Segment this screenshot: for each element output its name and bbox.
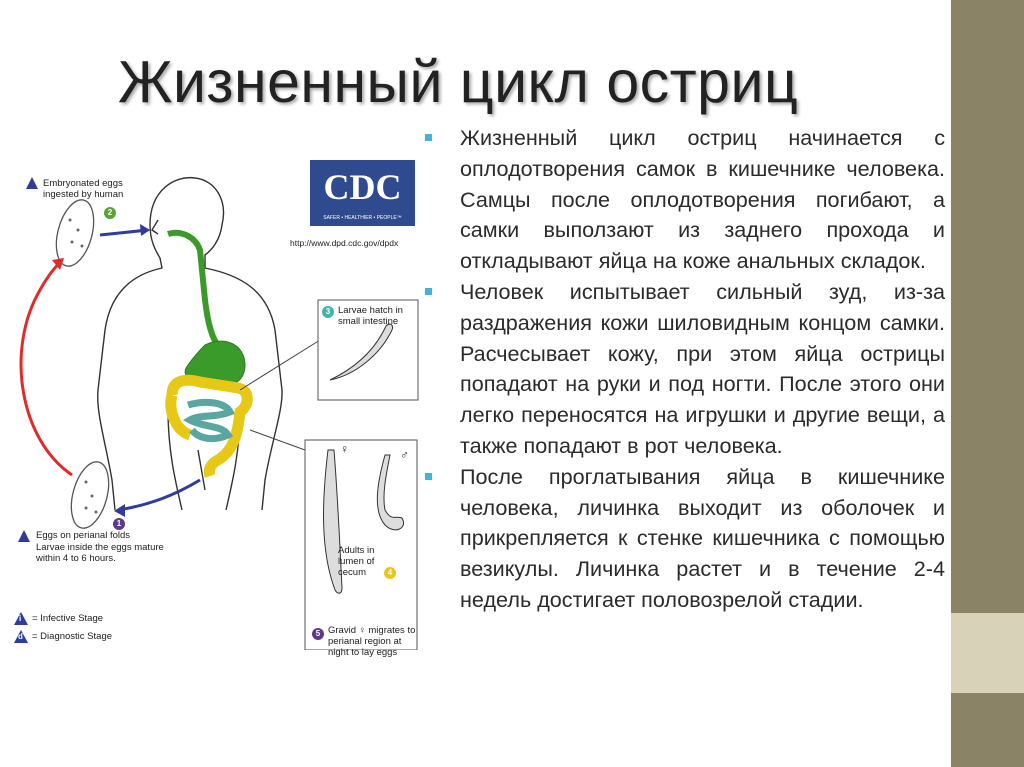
small-intestine-shape [182, 398, 235, 443]
arrow-lay-eggs [117, 478, 201, 512]
arrow-head [52, 258, 64, 270]
colon-shape-left [165, 393, 193, 441]
legend-i-mark: i [19, 614, 22, 623]
cdc-logo: CDC SAFER • HEALTHIER • PEOPLE™ [310, 160, 415, 226]
cdc-url: http://www.dpd.cdc.gov/dpdx [290, 238, 399, 248]
step5-badge: 5 [312, 628, 324, 640]
legend-diagnostic-label: = Diagnostic Stage [32, 631, 113, 642]
bullet-text: После проглатывания яйца в кишечнике чел… [460, 463, 945, 612]
lifecycle-figure: CDC SAFER • HEALTHIER • PEOPLE™ http://w… [0, 150, 425, 658]
diagnostic-stage-icon [18, 530, 30, 542]
bullet-text: Жизненный цикл остриц начинается с оплод… [460, 125, 945, 274]
sidebar-band [951, 613, 1024, 693]
connector-line [239, 339, 321, 391]
larvae-box [317, 299, 419, 401]
larva-shape [329, 323, 393, 381]
bullet-text: Человек испытывает сильный зуд, из-за ра… [460, 278, 945, 458]
legend: i = Infective Stage d = Diagnostic Stage [14, 612, 174, 648]
bullet-list: Жизненный цикл остриц начинается с оплод… [425, 123, 945, 616]
slide-title: Жизненный цикл остриц [118, 49, 799, 115]
legend-d-mark: d [18, 632, 23, 641]
egg-dots [68, 218, 98, 514]
egg-oval-top [55, 199, 95, 267]
step4-badge: 4 [384, 567, 396, 579]
step5-label: Gravid ♀ migrates to perianal region at … [328, 625, 416, 658]
egg-oval-bottom [70, 461, 110, 529]
cdc-tagline: SAFER • HEALTHIER • PEOPLE™ [323, 215, 402, 221]
human-silhouette [97, 176, 283, 511]
step3-label: Larvae hatch in small intestine [338, 305, 403, 327]
adults-box [304, 439, 418, 650]
legend-item-infective: i = Infective Stage [14, 612, 174, 630]
step1-badge: 1 [113, 518, 125, 530]
infective-stage-icon [26, 177, 38, 189]
male-worm-shape [376, 454, 404, 531]
bullet-item: После проглатывания яйца в кишечнике чел… [425, 462, 945, 616]
bullet-marker-icon [425, 287, 432, 295]
colon-shape [166, 374, 253, 478]
step2-badge: 2 [104, 207, 116, 219]
female-worm-shape [323, 449, 343, 594]
eggs-label: Eggs on perianal folds [36, 530, 131, 541]
lifecycle-diagram [19, 176, 419, 650]
cdc-logo-text: CDC [323, 167, 402, 207]
arrow-head [114, 504, 125, 517]
bullet-marker-icon [425, 134, 432, 141]
arrow-ingest [99, 228, 149, 237]
male-symbol: ♂ [400, 448, 409, 462]
step1-label: Embryonated eggs ingested by human [43, 178, 124, 200]
eggs-sub-label: Larvae inside the eggs mature within 4 t… [36, 542, 164, 564]
step4-label: Adults in lumen of cecum [338, 545, 375, 578]
legend-infective-label: = Infective Stage [32, 613, 104, 624]
esophagus-shape [167, 229, 221, 348]
bullet-marker-icon [425, 472, 432, 480]
bullet-item: Жизненный цикл остриц начинается с оплод… [425, 123, 945, 277]
legend-item-diagnostic: d = Diagnostic Stage [14, 630, 174, 648]
step3-badge: 3 [322, 306, 334, 318]
connector-line [249, 429, 306, 451]
female-symbol: ♀ [340, 442, 349, 456]
bullet-item: Человек испытывает сильный зуд, из-за ра… [425, 277, 945, 462]
arrow-cycle [19, 261, 73, 477]
slide-sidebar [951, 0, 1024, 767]
arrow-head [140, 224, 150, 236]
